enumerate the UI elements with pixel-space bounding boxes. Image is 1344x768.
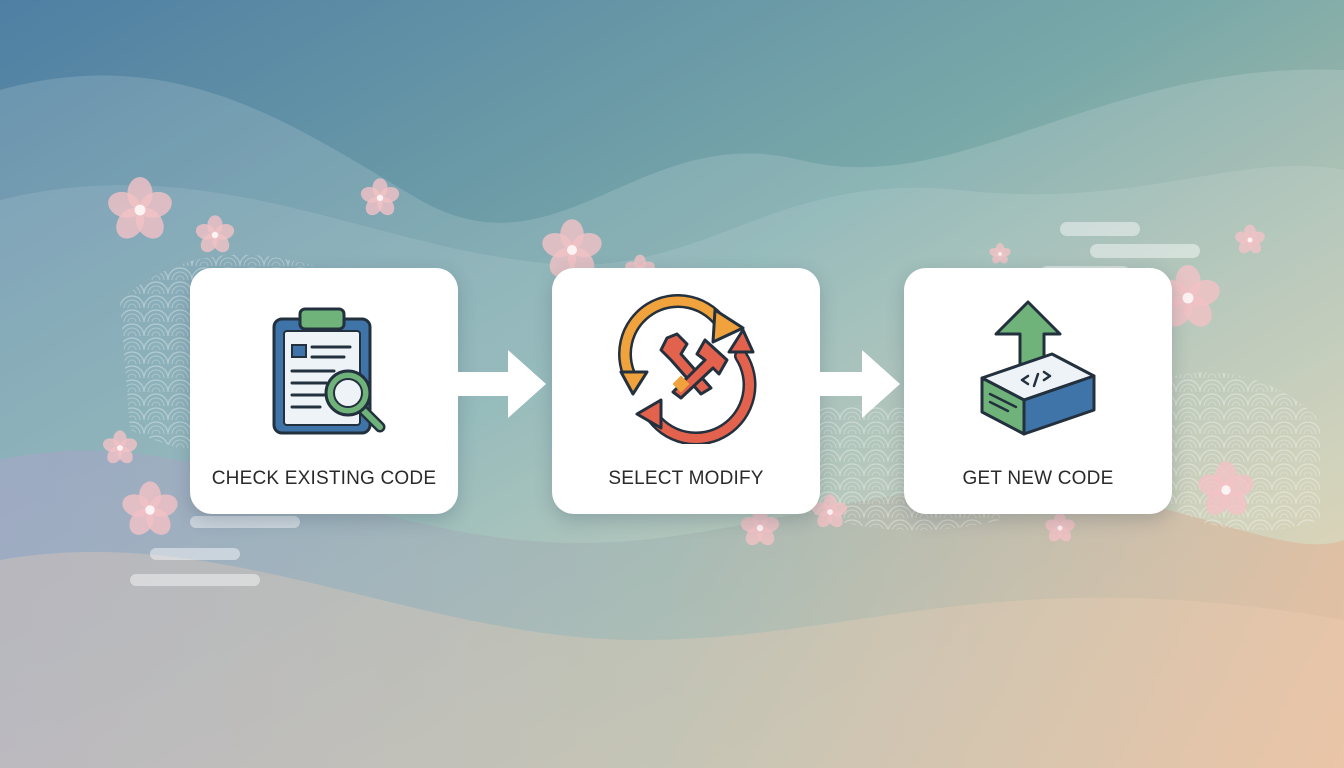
wrench-cycle-icon [618, 294, 757, 444]
cherry-blossom-icon [812, 494, 848, 528]
cherry-blossom-icon [1235, 224, 1265, 254]
step-card-get: GET NEW CODE [904, 268, 1172, 514]
cherry-blossom-icon [989, 243, 1011, 264]
arrow-right-icon [810, 350, 900, 418]
step-label-get: GET NEW CODE [962, 468, 1114, 489]
cherry-blossom-icon [102, 430, 138, 464]
cherry-blossom-icon [1156, 265, 1220, 327]
arrow-right-icon [456, 350, 546, 418]
step-label-check: CHECK EXISTING CODE [211, 468, 437, 489]
step-card-check: CHECK EXISTING CODE [190, 268, 458, 514]
clipboard-magnifier-icon [272, 307, 386, 435]
step-card-modify: SELECT MODIFY [552, 268, 820, 514]
cherry-blossom-icon [360, 178, 400, 216]
cherry-blossom-icon [1045, 512, 1075, 542]
cherry-blossom-icon [195, 215, 235, 253]
cherry-blossom-icon [122, 481, 178, 535]
upload-code-box-icon [980, 300, 1096, 436]
cherry-blossom-icon [108, 177, 172, 239]
step-label-modify: SELECT MODIFY [608, 468, 764, 489]
cherry-blossom-icon [1198, 461, 1254, 515]
